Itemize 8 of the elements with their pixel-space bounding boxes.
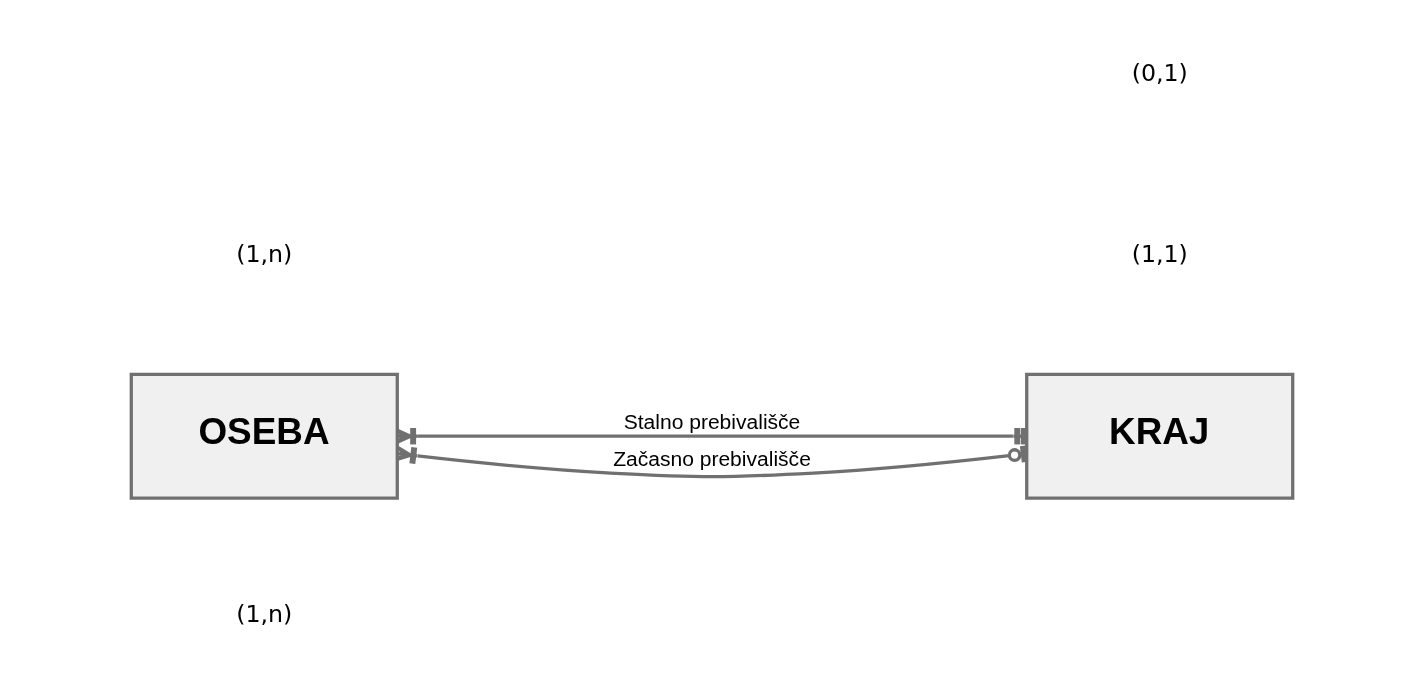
label: (1,1) [1131, 239, 1188, 268]
label: (1,n) [236, 239, 293, 268]
label: (0,1) [1131, 59, 1188, 88]
node-box: KRAJ [1025, 372, 1295, 500]
edge-label: Stalno prebivališče [623, 410, 801, 434]
label: (1,n) [236, 600, 293, 629]
node-box: OSEBA [129, 372, 399, 500]
edge-label: Začasno prebivališče [613, 447, 811, 471]
